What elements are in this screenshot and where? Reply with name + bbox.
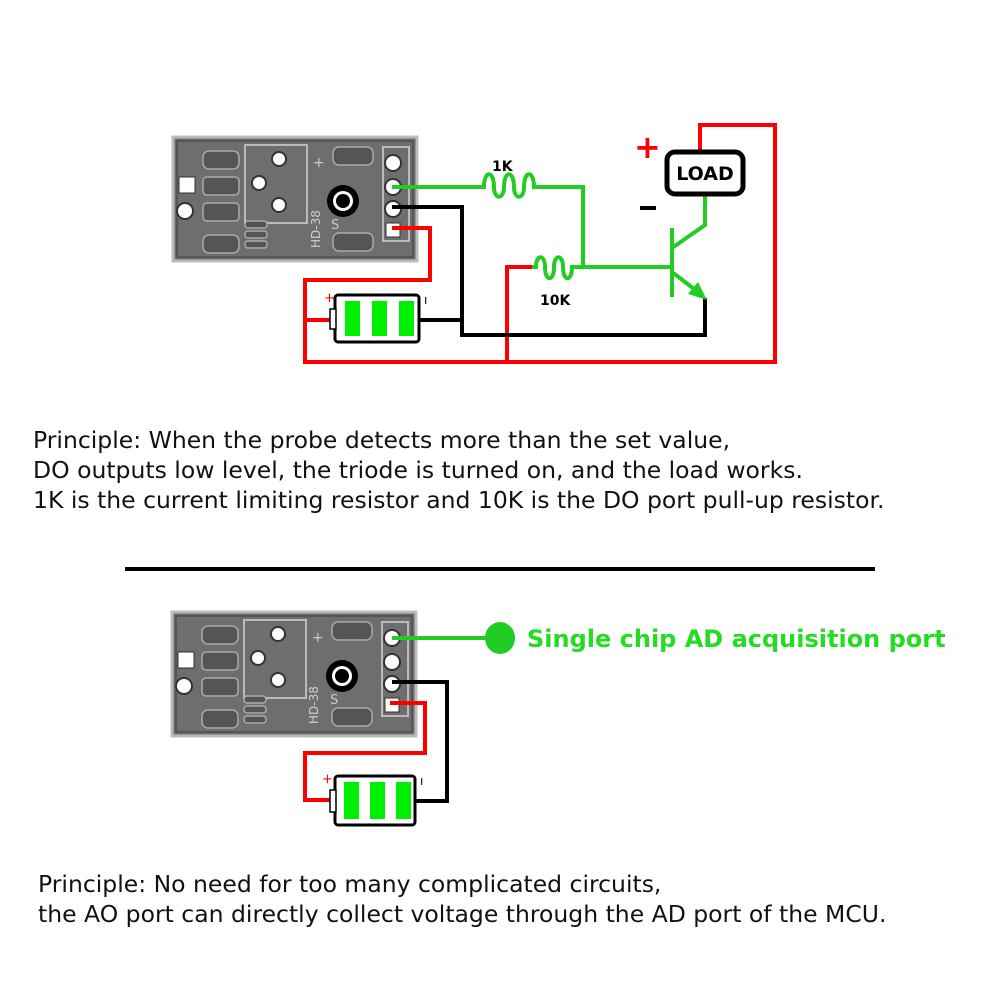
top-principle-text: Principle: When the probe detects more t…: [33, 425, 884, 515]
vcc-wire: [303, 701, 427, 802]
battery-minus-label: ı: [424, 293, 427, 307]
battery-plus-label: +: [324, 291, 335, 306]
text-line: Principle: When the probe detects more t…: [33, 426, 731, 454]
battery-minus-label: ı: [420, 774, 423, 788]
vcc-wire: [303, 123, 777, 364]
transistor-symbol: [670, 195, 707, 300]
load-minus-sign: [640, 206, 656, 210]
pullup-wire: [505, 265, 532, 362]
text-line: 1K is the current limiting resistor and …: [33, 486, 885, 514]
ad-port-label: Single chip AD acquisition port: [527, 625, 946, 653]
pcb-marking: HD-38: [307, 686, 321, 724]
ad-port-dot: [485, 622, 515, 654]
top-circuit: HD-38 1K 10K LOAD +: [171, 123, 777, 364]
resistor-10k: [532, 255, 670, 281]
bottom-circuit: HD-38 Single chip AD acquisition port + …: [170, 610, 946, 827]
sensor-module-pcb: [171, 135, 419, 263]
resistor-1k: [480, 172, 585, 267]
text-line: Principle: No need for too many complica…: [38, 870, 662, 898]
load-label: LOAD: [676, 163, 734, 185]
ground-wire: [392, 680, 449, 803]
load-box: LOAD: [664, 149, 746, 197]
text-line: DO outputs low level, the triode is turn…: [33, 456, 803, 484]
text-line: the AO port can directly collect voltage…: [38, 900, 887, 928]
ground-wire: [392, 205, 707, 337]
battery-icon: [329, 293, 421, 344]
resistor-1k-label: 1K: [492, 159, 514, 175]
section-divider: [125, 567, 875, 571]
load-plus-sign: +: [634, 128, 661, 166]
pcb-marking: HD-38: [309, 210, 323, 248]
battery-icon: [329, 774, 417, 827]
resistor-10k-label: 10K: [540, 293, 571, 309]
bottom-principle-text: Principle: No need for too many complica…: [38, 869, 886, 929]
battery-plus-label: +: [322, 772, 333, 787]
sensor-module-pcb: [170, 610, 418, 738]
